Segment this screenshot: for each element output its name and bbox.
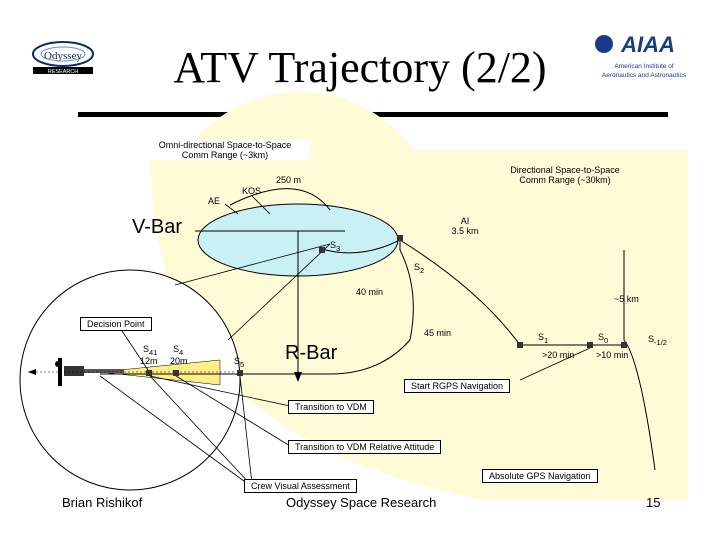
aiaa-subtext-2: Aeronautics and Astronautics	[602, 72, 687, 79]
callout-crew-2	[239, 375, 253, 485]
s3-base: S	[330, 240, 337, 250]
footer-page-number: 15	[646, 495, 661, 510]
zoom-connector-1	[174, 243, 331, 286]
footer-author: Brian Rishikof	[62, 495, 143, 510]
distance-250m: 250 m	[276, 175, 302, 185]
odyssey-logo: Odyssey RESEARCH	[32, 41, 94, 75]
s5-label: S5	[234, 356, 244, 369]
s0-base: S	[598, 332, 605, 342]
absolute-gps-box: Absolute GPS Navigation	[482, 469, 598, 483]
s2-base: S	[414, 262, 421, 272]
s2-sub: 2	[420, 265, 425, 275]
waypoint-s41	[146, 370, 152, 376]
vbar-label: V-Bar	[132, 216, 183, 238]
waypoint-s4	[173, 370, 179, 376]
directional-range-line1: Directional Space-to-Space	[510, 165, 620, 175]
crew-visual-box: Crew Visual Assessment	[244, 479, 357, 493]
s-half-sub: -1/2	[654, 337, 667, 347]
waypoint-s0	[587, 342, 593, 348]
ai-line2: 3.5 km	[451, 226, 479, 236]
s5-base: S	[234, 356, 241, 366]
odyssey-logo-subtext: RESEARCH	[48, 69, 79, 75]
time-40min: 40 min	[356, 287, 384, 297]
callout-crew-1	[149, 375, 251, 485]
aiaa-subtext-1: American Institute of	[614, 63, 673, 70]
dist-12m: 12m	[140, 356, 158, 366]
s0-label: S0	[598, 332, 608, 345]
decision-point-box: Decision Point	[80, 317, 152, 331]
s1-base: S	[538, 332, 545, 342]
s4-base: S	[173, 344, 180, 354]
aiaa-logo: AIAA American Institute of Aeronautics a…	[595, 32, 687, 79]
directional-range-line2: Comm Range (~30km)	[519, 175, 611, 185]
directional-range-label: Directional Space-to-Space Comm Range (~…	[490, 165, 640, 185]
waypoint-s-half	[621, 342, 627, 348]
s0-sub: 0	[604, 335, 609, 345]
slide-title: ATV Trajectory (2/2)	[173, 43, 547, 92]
rbar-label: R-Bar	[285, 342, 338, 364]
callout-kos	[251, 195, 271, 215]
omni-range-line1: Omni-directional Space-to-Space	[158, 140, 292, 150]
s4-label: S4	[173, 344, 183, 357]
ae-label: AE	[208, 196, 221, 206]
s41-base: S	[143, 344, 150, 354]
time-gt20: >20 min	[542, 350, 575, 360]
kos-label: KOS	[242, 186, 262, 196]
time-45min: 45 min	[424, 328, 452, 338]
approach-trajectory	[100, 236, 656, 471]
s-half-label: S-1/2	[648, 334, 667, 347]
s1-sub: 1	[544, 335, 549, 345]
zoom-circle	[19, 269, 241, 491]
odyssey-logo-text: Odyssey	[44, 50, 82, 62]
s1-label: S1	[538, 332, 548, 345]
waypoint-s1	[517, 342, 523, 348]
callout-ae	[224, 203, 239, 215]
s5-sub: 5	[240, 359, 245, 369]
s3-label: S3	[330, 240, 340, 253]
waypoint-s3	[319, 247, 325, 253]
zoom-connector-2	[227, 243, 331, 341]
omni-range-label: Omni-directional Space-to-Space Comm Ran…	[140, 140, 310, 160]
omni-range-line2: Comm Range (~3km)	[181, 150, 269, 160]
dist-20m: 20m	[170, 356, 188, 366]
transition-vdm-box: Transition to VDM	[288, 400, 374, 414]
footer-org: Odyssey Space Research	[286, 495, 437, 510]
waypoint-s2	[397, 235, 403, 241]
dist-5km: ~5 km	[614, 294, 639, 304]
callout-vdm-1	[149, 375, 291, 407]
zoom-vbar-arrow	[28, 369, 36, 375]
waypoint-s5	[237, 370, 243, 376]
time-gt10: >10 min	[596, 350, 629, 360]
s2-arc	[321, 239, 401, 254]
s41-sub: 41	[149, 347, 158, 357]
s-half-base: S	[648, 334, 655, 344]
s2-label: S2	[414, 262, 424, 275]
s41-label: S41	[143, 344, 157, 357]
callout-decision	[119, 327, 149, 371]
s1-arc	[399, 239, 521, 346]
ae-arc	[229, 188, 331, 211]
callout-crew-3	[99, 375, 249, 485]
transition-vdm-att-box: Transition to VDM Relative Attitude	[288, 440, 442, 454]
ai-label: AI 3.5 km	[440, 216, 490, 236]
start-rgps-box: Start RGPS Navigation	[404, 379, 511, 393]
callout-vdm-att	[175, 375, 291, 447]
callout-start-rgps	[519, 347, 591, 381]
s3-sub: 3	[336, 243, 341, 253]
ai-line1: AI	[460, 216, 470, 226]
aiaa-logo-text: AIAA	[620, 32, 675, 57]
s4-sub: 4	[179, 347, 184, 357]
